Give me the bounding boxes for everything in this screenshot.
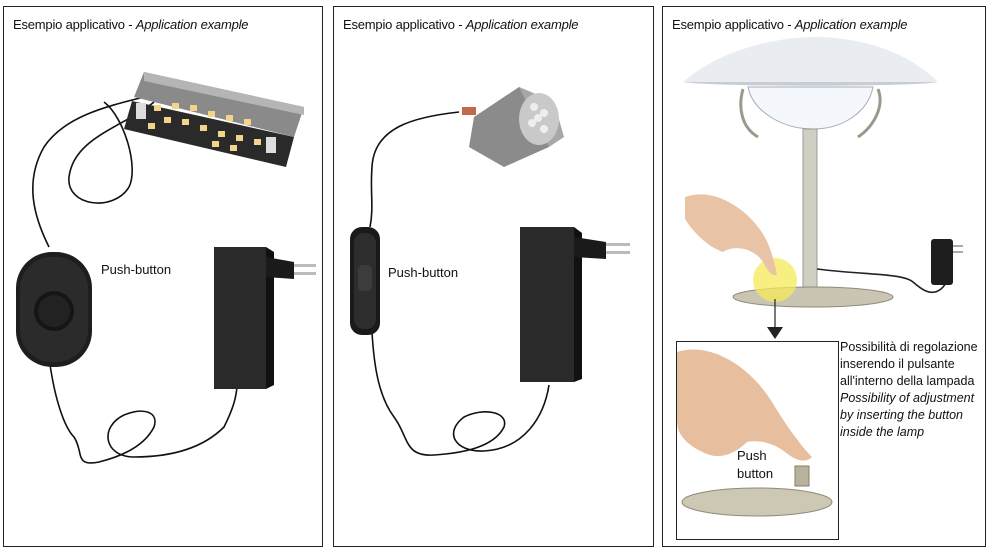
push-button-device (16, 252, 92, 367)
push-button-label: Push-button (388, 265, 459, 280)
led-spotlight (462, 87, 564, 167)
title-english: Application example (135, 17, 249, 32)
note-english-line-1: Possibility of adjustment (840, 391, 975, 405)
panel-title: Esempio applicativo - Application exampl… (343, 17, 579, 32)
panel-title: Esempio applicativo - Application exampl… (672, 17, 908, 32)
button-highlight (753, 258, 797, 302)
inline-push-button (350, 227, 380, 335)
title-italian: Esempio applicativo (343, 17, 455, 32)
table-lamp-illustration (683, 37, 963, 339)
spotlight-illustration (350, 87, 630, 456)
inset-label-button: button (737, 466, 774, 481)
title-english: Application example (794, 17, 908, 32)
title-separator: - (454, 17, 466, 32)
note-italian-line-1: Possibilità di regolazione (840, 340, 978, 354)
panel-title: Esempio applicativo - Application exampl… (13, 17, 249, 32)
led-module-illustration (16, 72, 316, 464)
power-adapter (931, 239, 963, 285)
arrow-down-icon (767, 327, 783, 339)
note-italian-line-2: inserendo il pulsante (840, 357, 955, 371)
title-english: Application example (465, 17, 579, 32)
led-strip-module (124, 72, 304, 167)
hand-icon (685, 194, 777, 276)
title-italian: Esempio applicativo (672, 17, 784, 32)
lamp-shade (683, 37, 938, 139)
inset-label-push: Push (737, 448, 767, 463)
power-adapter (214, 247, 316, 389)
title-separator: - (124, 17, 136, 32)
title-italian: Esempio applicativo (13, 17, 125, 32)
note-english-line-3: inside the lamp (840, 425, 925, 439)
finger-on-button-illustration (677, 349, 833, 517)
push-button-label: Push-button (101, 262, 172, 277)
panel-led-strip-example: Esempio applicativo - Application exampl… (3, 6, 323, 547)
note-italian-line-3: all'interno della lampada (840, 374, 975, 388)
panel-lamp-example: Esempio applicativo - Application exampl… (662, 6, 986, 547)
panel-spotlight-example: Esempio applicativo - Application exampl… (333, 6, 654, 547)
adjustment-note: Possibilità di regolazione inserendo il … (840, 339, 985, 441)
detail-inset: Push button (676, 341, 839, 540)
title-separator: - (783, 17, 795, 32)
note-english-line-2: by inserting the button (840, 408, 963, 422)
power-adapter (520, 227, 630, 382)
